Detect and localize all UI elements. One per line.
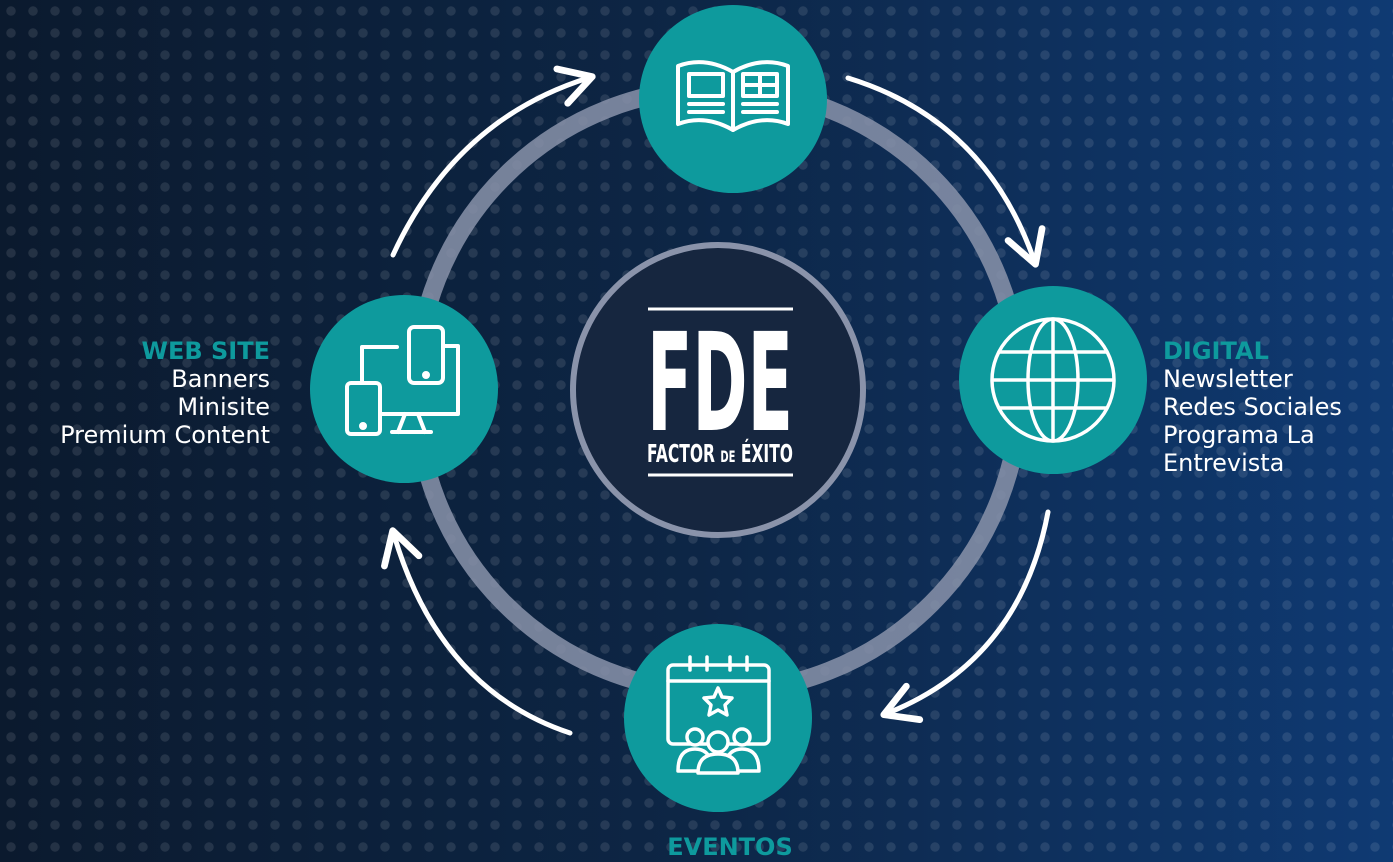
digital-item-entrevista: Entrevista (1163, 449, 1285, 477)
web-site-heading: WEB SITE (141, 337, 271, 365)
web-site-item-minisite: Minisite (177, 393, 270, 421)
digital-item-newsletter: Newsletter (1163, 365, 1293, 393)
devices-icon (345, 325, 460, 436)
node-eventos (624, 624, 812, 812)
web-site-label-block: WEB SITE Banners Minisite Premium Conten… (60, 337, 270, 449)
eventos-label-block: EVENTOS (600, 833, 860, 861)
node-print (639, 5, 827, 193)
logo-title: FDE (647, 305, 793, 463)
arrow-digital-to-eventos (880, 509, 1051, 724)
arrow-eventos-to-web (381, 527, 573, 736)
digital-heading: DIGITAL (1163, 337, 1269, 365)
calendar-audience-icon (666, 655, 771, 775)
node-digital (959, 286, 1147, 474)
web-site-item-premium-content: Premium Content (60, 421, 270, 449)
arrow-print-to-digital (845, 75, 1046, 268)
digital-item-redes-sociales: Redes Sociales (1163, 393, 1342, 421)
web-site-item-banners: Banners (171, 365, 270, 393)
arrow-web-to-print (390, 65, 596, 258)
digital-label-block: DIGITAL Newsletter Redes Sociales Progra… (1163, 337, 1342, 477)
logo-subtitle: FACTOR DE ÉXITO (647, 439, 793, 468)
node-web-site (310, 295, 498, 483)
digital-item-programa-la: Programa La (1163, 421, 1315, 449)
eventos-heading: EVENTOS (667, 833, 793, 861)
open-book-icon (676, 60, 790, 132)
center-logo: FDE FACTOR DE ÉXITO (570, 242, 866, 538)
globe-icon (990, 317, 1116, 443)
